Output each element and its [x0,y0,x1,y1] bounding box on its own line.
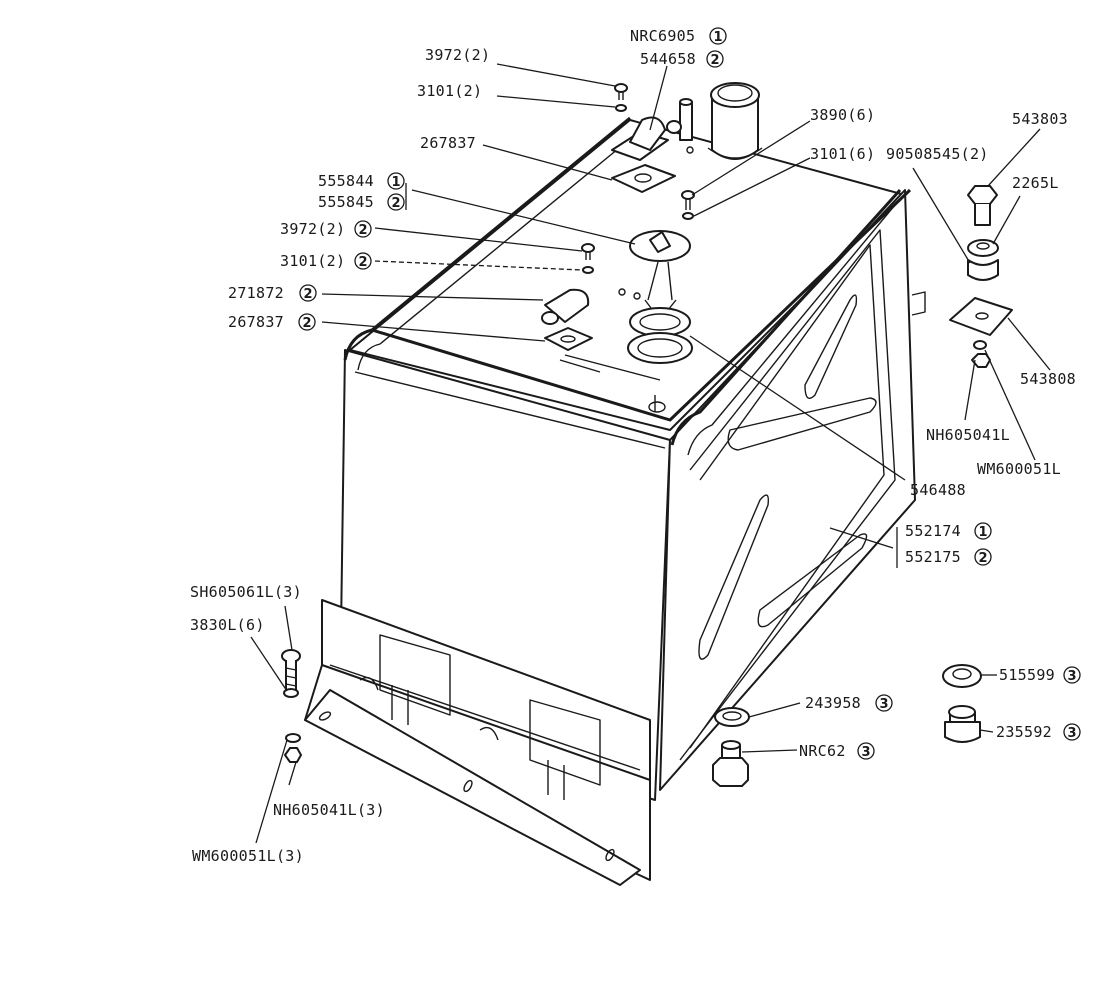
label-2265l: 2265L [1012,174,1059,192]
label-wm600051l: WM600051L [977,460,1061,478]
plug-235592 [944,705,981,743]
label-544658: 544658 [640,50,696,68]
gauge-unit-555844 [629,230,691,321]
washer-243958 [714,707,750,727]
marker-555844: 1 [391,175,400,190]
marker-267837-mid: 2 [302,316,311,331]
marker-3101-mid: 2 [358,255,367,270]
label-3972-top: 3972(2) [425,46,490,64]
marker-nrc6905: 1 [713,30,722,45]
label-nrc62: NRC62 [799,742,846,760]
screw-3890 [681,190,695,220]
label-555844: 555844 [318,172,374,190]
ring-546488 [627,307,693,364]
label-3101-top: 3101(2) [417,82,482,100]
label-3830l: 3830L(6) [190,616,265,634]
label-546488: 546488 [910,481,966,499]
label-3101-mid: 3101(2) [280,252,345,270]
marker-3972-mid: 2 [358,223,367,238]
label-552174: 552174 [905,522,961,540]
label-nh605041l-3: NH605041L(3) [273,801,385,819]
part-labels: NRC6905 1 544658 2 3972(2) 3101(2) 26783… [190,27,1081,865]
label-90508545: 90508545(2) [886,145,989,163]
label-wm600051l-3: WM600051L(3) [192,847,304,865]
label-235592: 235592 [996,723,1052,741]
marker-544658: 2 [710,53,719,68]
label-3890: 3890(6) [810,106,875,124]
marker-235592: 3 [1067,726,1076,741]
label-555845: 555845 [318,193,374,211]
bolt-sh605061l [281,649,301,698]
label-543808: 543808 [1020,370,1076,388]
label-243958: 243958 [805,694,861,712]
marker-nrc62: 3 [861,745,870,760]
washer-515599 [942,664,982,688]
filler-neck [679,82,763,160]
label-nh605041l: NH605041L [926,426,1010,444]
marker-555845: 2 [391,196,400,211]
label-271872: 271872 [228,284,284,302]
plate-543808 [949,297,1013,336]
marker-515599: 3 [1067,669,1076,684]
label-267837-top: 267837 [420,134,476,152]
fuel-tank [304,116,926,886]
marker-552175: 2 [978,551,987,566]
screw-3972-mid [581,243,595,274]
fitting-271872 [541,288,590,325]
label-nrc6905: NRC6905 [630,27,695,45]
label-3101-6: 3101(6) [810,145,875,163]
bolt-543803 [967,185,999,281]
gasket-267837-mid [544,327,593,351]
screw-3972-top [614,83,628,112]
marker-552174: 1 [978,525,987,540]
nut-washer-left [284,733,302,763]
label-sh605061l: SH605061L(3) [190,583,302,601]
label-543803: 543803 [1012,110,1068,128]
marker-243958: 3 [879,697,888,712]
leader-lines [250,63,1051,844]
fitting-544658 [611,116,682,161]
gasket-267837-top [611,164,676,193]
label-3972-mid: 3972(2) [280,220,345,238]
plug-nrc62 [712,740,749,787]
label-552175: 552175 [905,548,961,566]
marker-271872: 2 [303,287,312,302]
label-267837-mid: 267837 [228,313,284,331]
label-515599: 515599 [999,666,1055,684]
